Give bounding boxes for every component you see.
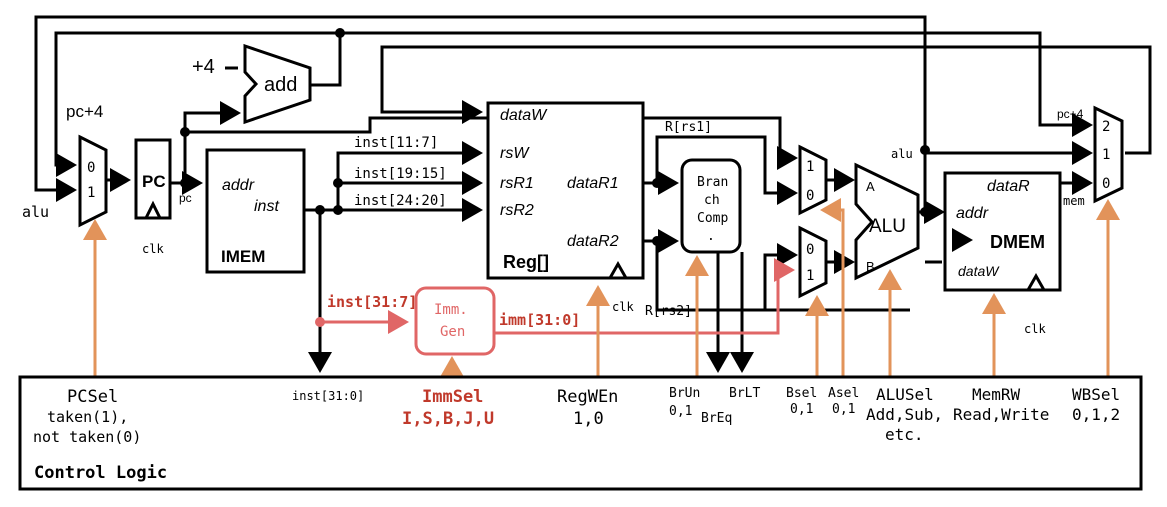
blocks-amux-0-text: 1	[806, 159, 814, 175]
blocks-wbmux-inputs-2-text: 0	[1102, 176, 1110, 192]
register-file: dataW rsW rsR1 rsR2 dataR1 dataR2 Reg[]	[486, 101, 645, 280]
alusel-etc: etc.	[885, 425, 924, 444]
brun-label: BrUn	[669, 386, 700, 401]
blocks-pcmux-1-text: 1	[87, 185, 95, 201]
pcsel-label: PCSel	[67, 387, 118, 407]
blocks-branch-3-text: .	[707, 229, 715, 244]
blocks-regfile-rsR2-text: rsR2	[500, 202, 534, 219]
control-logic: Control Logic PCSel taken(1), not taken(…	[18, 375, 1143, 491]
regfile-clk-label: clk	[612, 300, 634, 314]
blocks-regfile-dataR2-text: dataR2	[567, 233, 619, 250]
pc-clk-label: clk	[142, 242, 164, 256]
blocks-wbmux-inputs-1-text: 1	[1102, 147, 1110, 163]
blocks-branch-0-text: Bran	[697, 175, 728, 190]
control-logic-title: Control Logic	[34, 463, 167, 483]
blocks-immgen-line2-text: Gen	[440, 324, 465, 340]
imm-gen: Imm. Gen	[315, 258, 795, 356]
immgen-in-label: inst[31:7]	[327, 293, 417, 311]
blocks-add-label-text: add	[264, 74, 297, 96]
blocks-bmux-0-text: 0	[806, 242, 814, 258]
r-rs2-label: R[rs2]	[645, 304, 692, 319]
blocks-regfile-title-text: Reg[]	[503, 252, 549, 272]
pcsel-not-taken: not taken(0)	[33, 428, 141, 446]
wire-junctions	[180, 28, 930, 246]
blocks-imem-addr-text: addr	[222, 177, 255, 194]
bsel-label: Bsel	[786, 386, 817, 401]
wbsel-values: 0,1,2	[1072, 405, 1120, 424]
blocks-alu-title-text: ALU	[869, 216, 906, 237]
breq-label: BrEq	[701, 411, 732, 426]
branch-comparator: Bran ch Comp .	[680, 158, 742, 254]
blocks-amux-1-text: 0	[806, 188, 814, 204]
regwen-values: 1,0	[573, 409, 604, 429]
inst-full-label: inst[31:0]	[292, 389, 364, 403]
alusel-label: ALUSel	[876, 385, 934, 404]
asel-values: 0,1	[832, 402, 855, 417]
alusel-ops: Add,Sub,	[866, 405, 943, 424]
inst-11-7-label: inst[11:7]	[354, 135, 438, 151]
blocks-immgen-line1-text: Imm.	[434, 302, 468, 318]
blocks-dmem-title-text: DMEM	[990, 232, 1045, 252]
alu: A B ALU	[854, 162, 920, 281]
blocks-dmem-dataW-text: dataW	[958, 263, 1000, 279]
blocks-wbmux-inputs-0-text: 2	[1102, 119, 1110, 135]
brun-values: 0,1	[669, 404, 692, 419]
imem: addr inst IMEM	[205, 148, 306, 274]
immsel-label: ImmSel	[422, 387, 483, 407]
r-rs1-label: R[rs1]	[665, 120, 712, 135]
wb-pc4-label: pc+4	[1057, 107, 1084, 121]
memrw-label: MemRW	[972, 385, 1021, 404]
brlt-label: BrLT	[729, 386, 760, 401]
blocks-imem-title-text: IMEM	[221, 247, 265, 266]
blocks-regfile-dataR1-text: dataR1	[567, 175, 619, 192]
a-mux: 1 0	[798, 144, 828, 216]
asel-label: Asel	[828, 386, 859, 401]
blocks-pc-label-text: PC	[142, 172, 166, 191]
blocks-imem-inst-text: inst	[254, 198, 279, 215]
dmem-clk-label: clk	[1024, 322, 1046, 336]
pc-out-label: pc	[179, 191, 192, 205]
bsel-values: 0,1	[790, 402, 813, 417]
regwen-label: RegWEn	[557, 387, 618, 407]
wb-mem-label: mem	[1063, 194, 1085, 208]
memrw-values: Read,Write	[953, 405, 1049, 424]
blocks-regfile-rsR1-text: rsR1	[500, 175, 534, 192]
blocks-dmem-dataR-text: dataR	[987, 178, 1030, 195]
pc-mux: 0 1	[78, 134, 108, 228]
immgen-out-label: imm[31:0]	[499, 311, 580, 329]
blocks-dmem-addr-text: addr	[956, 205, 989, 222]
control-wires	[83, 198, 1120, 377]
blocks-regfile-dataW-text: dataW	[500, 107, 548, 124]
b-mux: 0 1	[798, 225, 828, 299]
blocks-alu-b-text: B	[866, 259, 875, 274]
dmem: dataR addr DMEM dataW	[943, 171, 1062, 292]
pc-plus4-label: pc+4	[66, 102, 103, 121]
pc-adder: add	[243, 43, 312, 125]
wb-alu-label: alu	[891, 147, 913, 161]
inst-19-15-label: inst[19:15]	[354, 166, 447, 182]
pcsel-taken: taken(1),	[47, 408, 128, 426]
blocks-regfile-rsW-text: rsW	[500, 145, 530, 162]
blocks-bmux-1-text: 1	[806, 268, 814, 284]
inst-24-20-label: inst[24:20]	[354, 193, 447, 209]
blocks-alu-a-text: A	[866, 179, 875, 194]
blocks-branch-1-text: ch	[704, 193, 720, 208]
immsel-values: I,S,B,J,U	[402, 409, 494, 429]
alu-left-label: alu	[22, 203, 49, 221]
wbsel-label: WBSel	[1072, 385, 1120, 404]
blocks-pcmux-0-text: 0	[87, 160, 95, 176]
plus4-label: +4	[192, 56, 215, 78]
wb-mux: 2 1 0	[1093, 105, 1124, 204]
blocks-branch-2-text: Comp	[697, 211, 728, 226]
pc-register: PC	[134, 138, 172, 220]
